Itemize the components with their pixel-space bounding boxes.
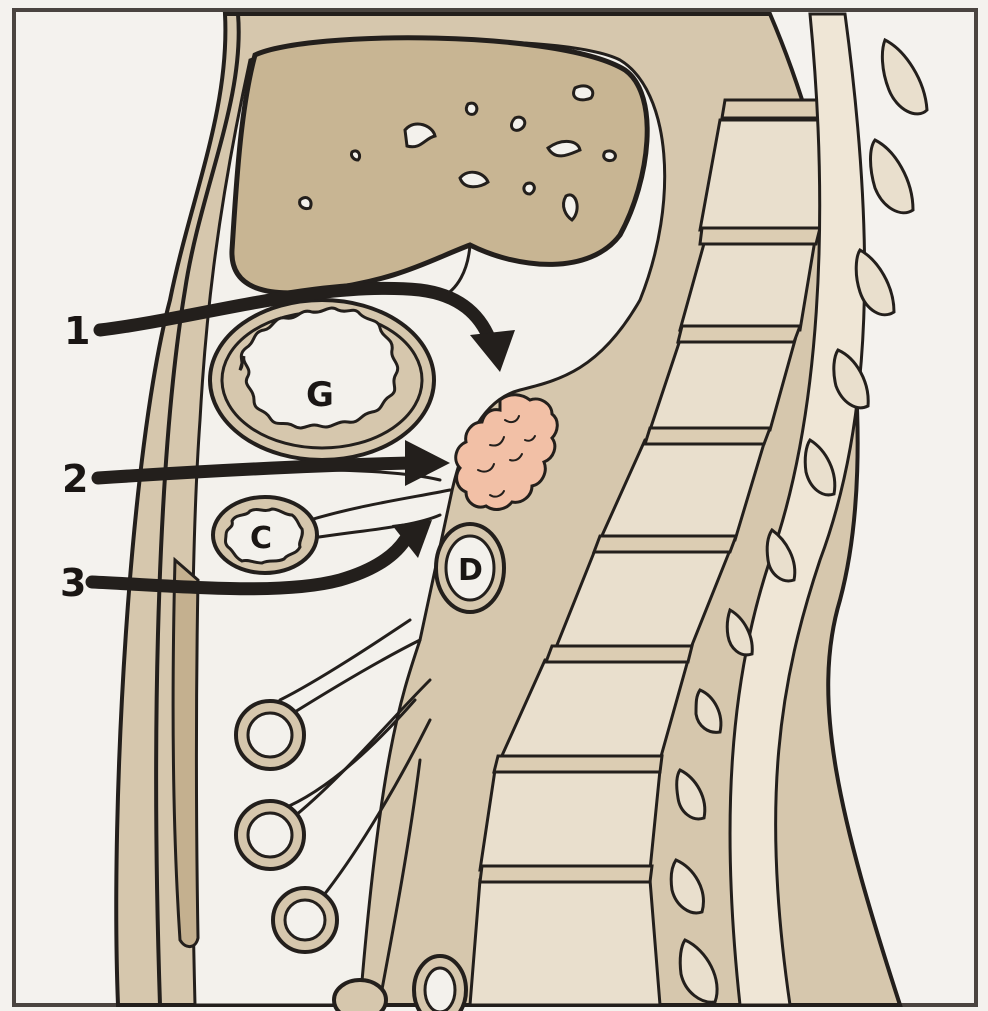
arrow-label-2: 2	[62, 457, 88, 501]
label-colon: C	[250, 521, 272, 556]
arrow-label-1: 1	[64, 309, 90, 353]
rectus-strip	[173, 560, 198, 947]
label-stomach: G	[306, 375, 334, 415]
label-duodenum: D	[458, 553, 483, 588]
liver	[232, 38, 647, 293]
arrow-label-3: 3	[60, 561, 86, 605]
